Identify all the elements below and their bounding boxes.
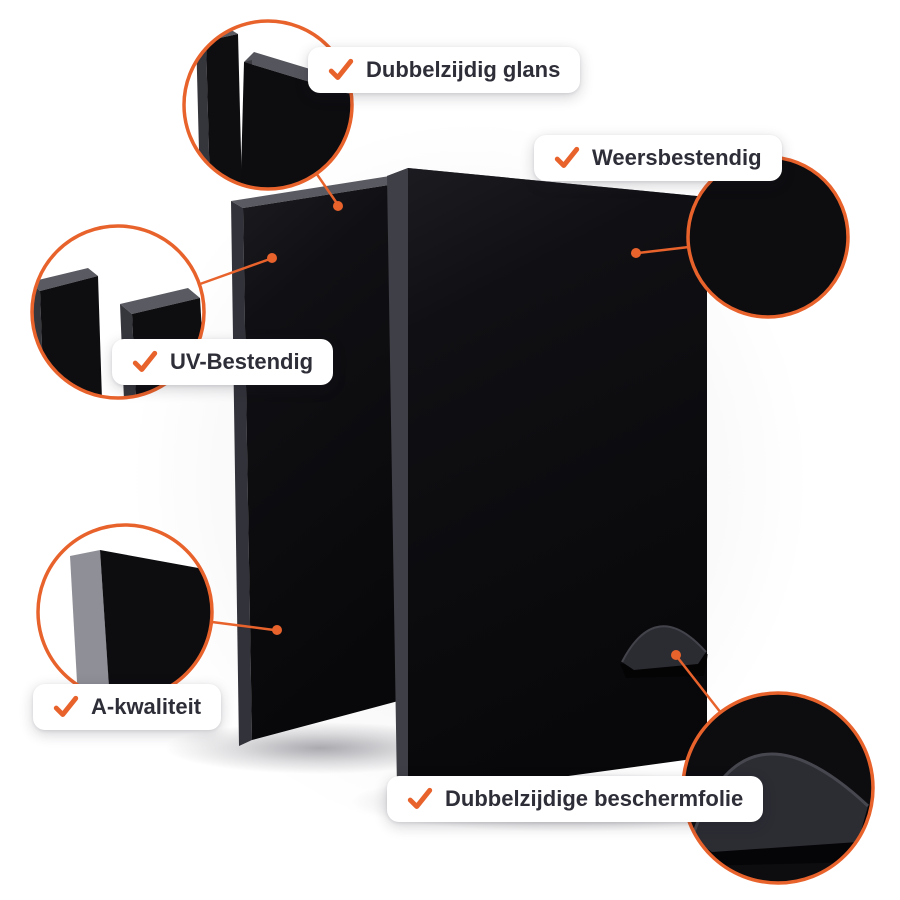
anchor-dot-weather xyxy=(631,248,641,258)
front-panel-face xyxy=(408,168,707,798)
feature-label-uv: UV-Bestendig xyxy=(170,349,314,374)
feature-pill-uv: UV-Bestendig xyxy=(112,339,334,385)
back-panel xyxy=(231,176,402,746)
film-peel-curl xyxy=(622,626,706,670)
film-peel-corner xyxy=(620,625,708,678)
anchor-dot-gloss xyxy=(333,201,343,211)
back-panel-face xyxy=(243,183,402,740)
check-icon xyxy=(554,146,580,169)
callout-connectors xyxy=(199,169,722,714)
check-icon xyxy=(407,787,433,810)
check-icon xyxy=(132,350,158,373)
callout-anchor-dots xyxy=(267,201,681,660)
feature-pill-quality: A-kwaliteit xyxy=(33,684,222,730)
feature-pill-weather: Weersbestendig xyxy=(534,135,782,181)
feature-label-quality: A-kwaliteit xyxy=(91,694,202,719)
feature-label-film: Dubbelzijdige beschermfolie xyxy=(445,786,744,811)
magnifier-circle xyxy=(30,224,206,400)
back-panel-top-edge xyxy=(231,176,402,208)
magnifier-circle xyxy=(182,19,354,191)
connector-weather xyxy=(637,245,690,255)
feature-pill-film: Dubbelzijdige beschermfolie xyxy=(387,776,764,822)
check-icon xyxy=(328,58,354,81)
anchor-dot-film xyxy=(671,650,681,660)
zoom-quality-content xyxy=(38,525,212,699)
front-panel-side-edge xyxy=(387,168,408,798)
zoom-circle-weather xyxy=(686,155,850,319)
anchor-dot-uv xyxy=(267,253,277,263)
connector-uv xyxy=(199,257,271,286)
feature-pill-gloss: Dubbelzijdig glans xyxy=(308,47,581,93)
zoom-weather-content xyxy=(688,157,848,317)
feature-label-gloss: Dubbelzijdig glans xyxy=(366,57,561,82)
feature-label-weather: Weersbestendig xyxy=(592,145,762,170)
connector-gloss xyxy=(312,169,338,203)
connector-quality xyxy=(211,620,275,632)
back-panel-side-edge xyxy=(231,201,252,746)
check-icon xyxy=(53,695,79,718)
front-panel xyxy=(387,168,708,798)
connector-film xyxy=(677,657,722,714)
film-peel-highlight xyxy=(621,625,707,663)
anchor-dot-quality xyxy=(272,625,282,635)
zoom-circle-quality xyxy=(36,523,214,701)
